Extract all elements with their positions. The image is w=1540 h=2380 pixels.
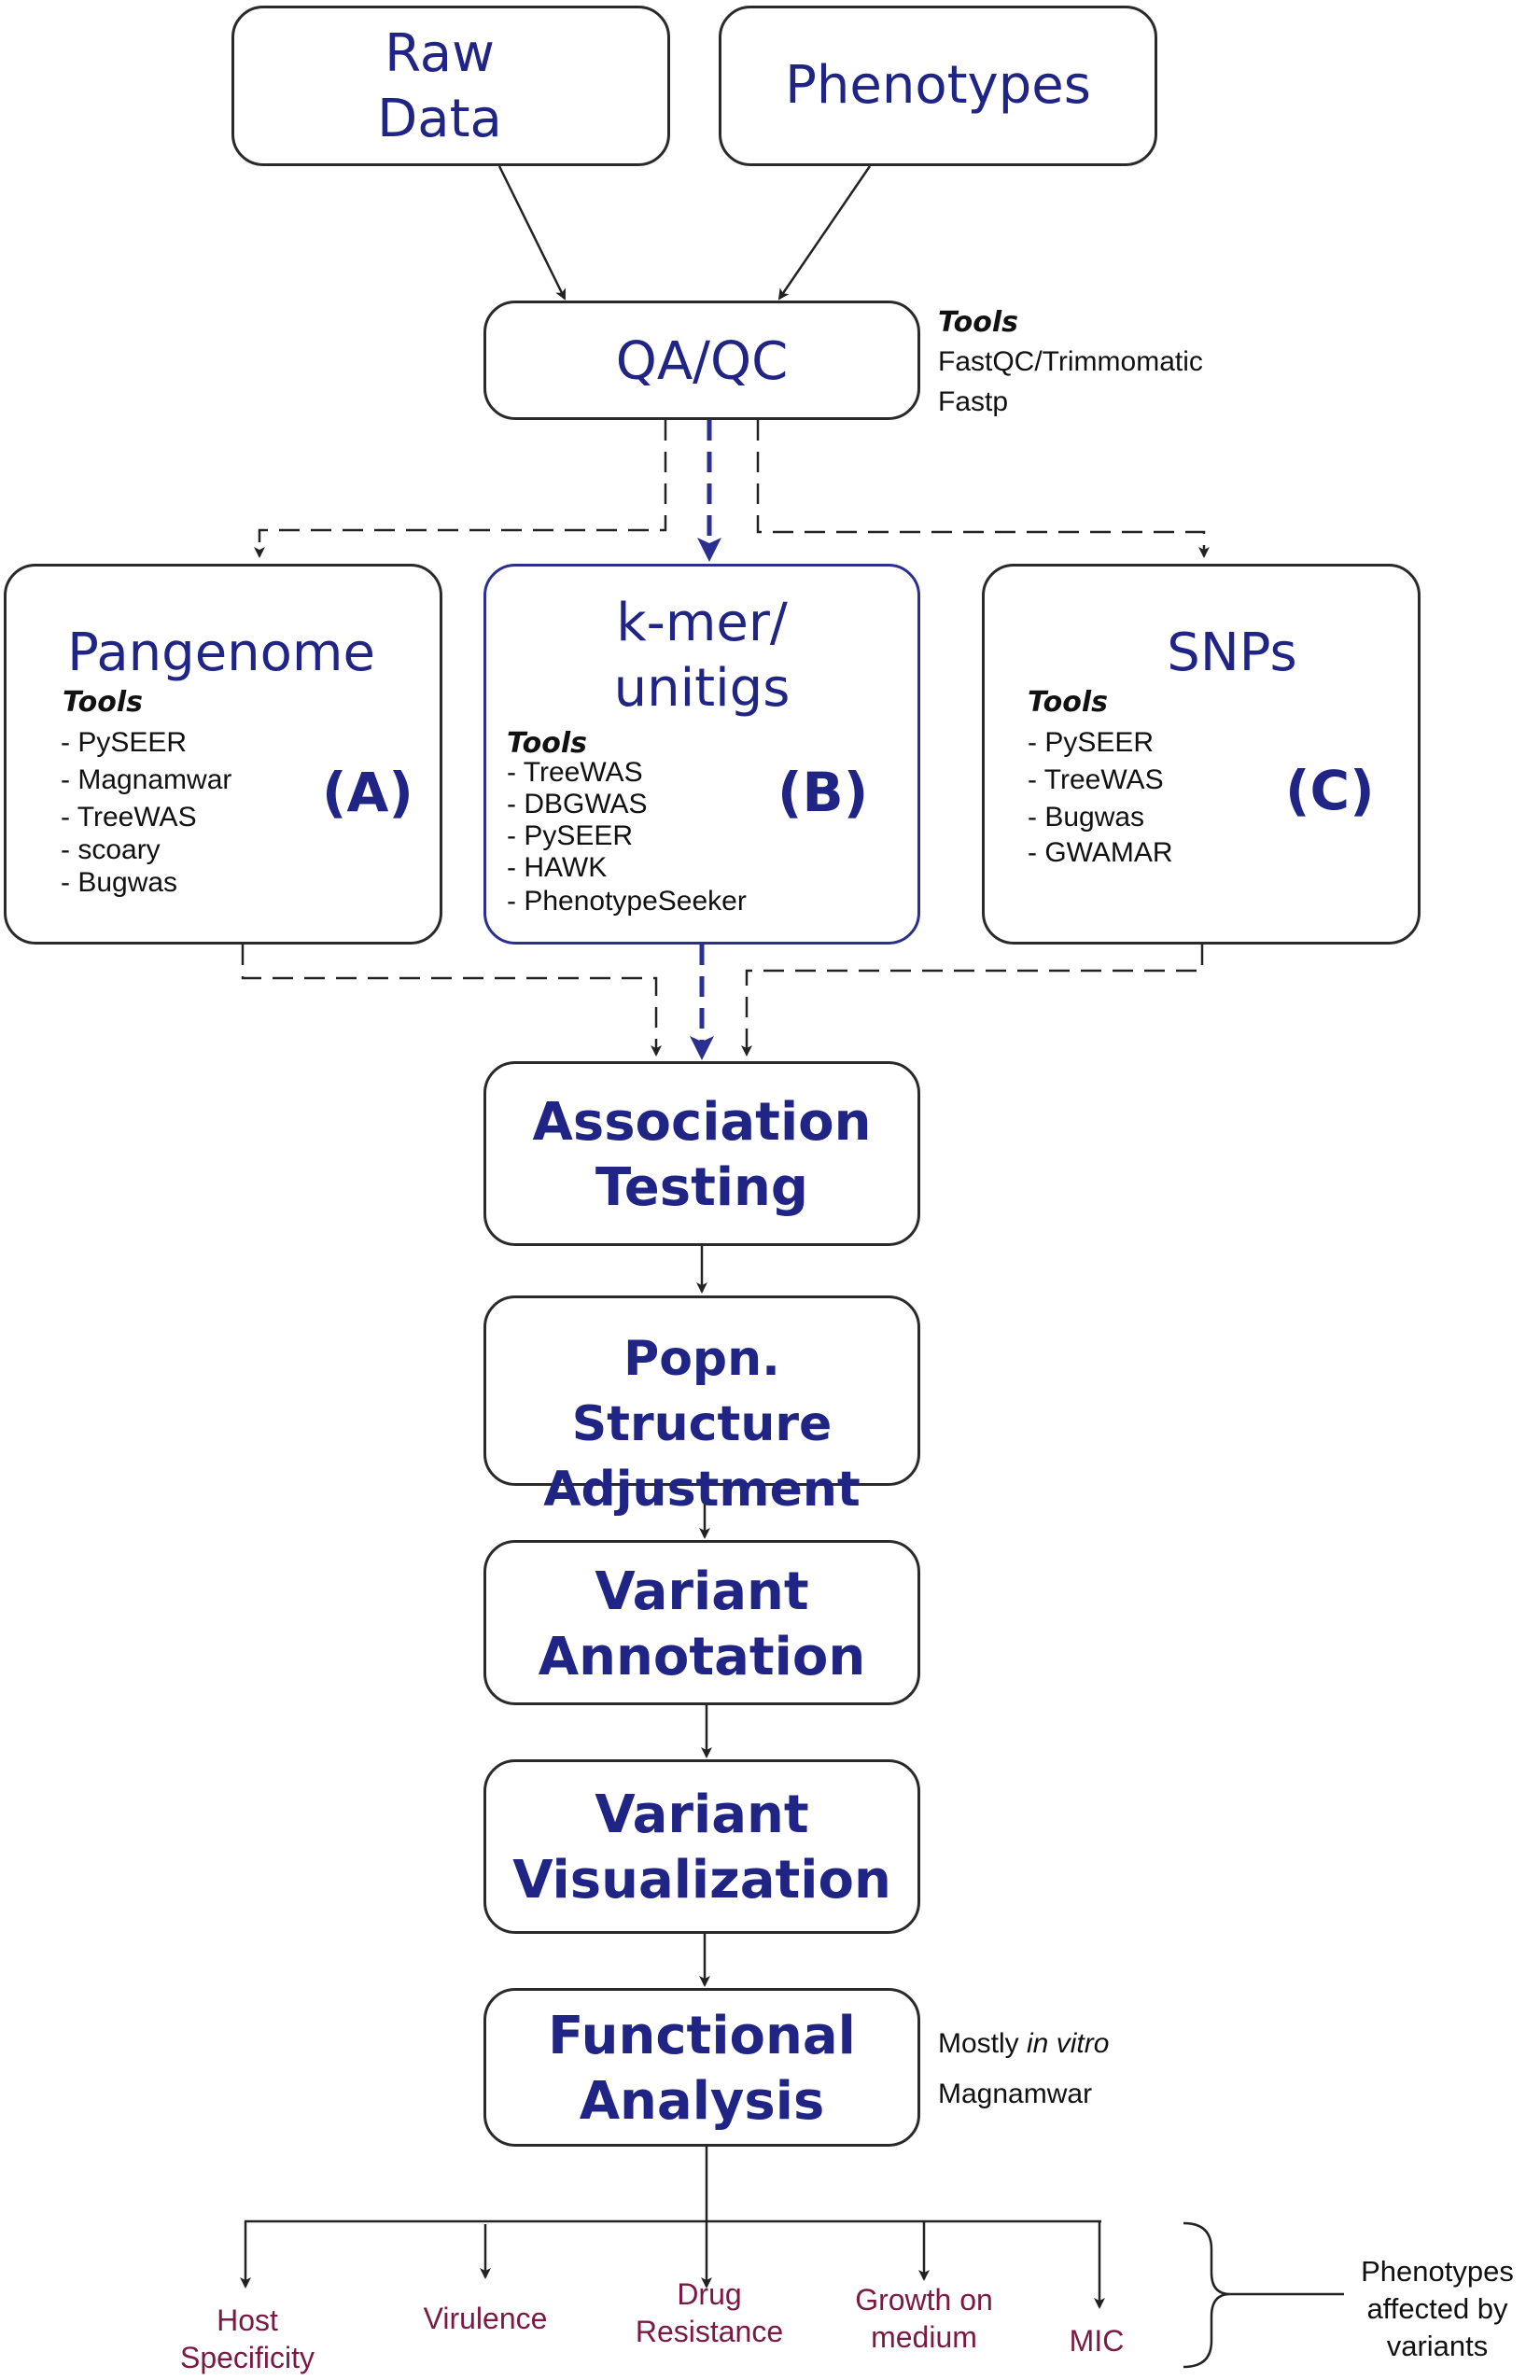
snps-tool-item: - PySEER xyxy=(1028,727,1155,758)
dashed-arrow-pangenome-association xyxy=(241,945,662,1057)
variant-visualization-label: Variant Visualization xyxy=(512,1785,891,1911)
outcome-drug-resistance: Drug Resistance xyxy=(635,2277,784,2348)
raw-data-node: Raw Data xyxy=(231,6,670,166)
pangenome-tool-item: - PySEER xyxy=(61,727,188,758)
snps-label: SNPs xyxy=(1167,623,1297,683)
arrow-phenotypes-qaqc xyxy=(777,165,872,301)
functional-note-italic: in vitro xyxy=(1027,2028,1110,2059)
association-testing-node: Association Testing xyxy=(483,1061,920,1246)
snps-node: SNPs Tools - PySEER - TreeWAS - Bugwas -… xyxy=(982,564,1421,945)
outcome-host-specificity: Host Specificity xyxy=(179,2303,315,2374)
functional-analysis-node: Functional Analysis xyxy=(483,1988,920,2147)
variant-annotation-label: Variant Annotation xyxy=(538,1561,866,1687)
pangenome-letter: (A) xyxy=(322,761,413,824)
arrow-rawdata-qaqc xyxy=(497,165,567,301)
pangenome-tools-heading: Tools xyxy=(63,686,143,719)
snps-tool-item: - GWAMAR xyxy=(1028,837,1173,868)
kmer-tool-item: - PhenotypeSeeker xyxy=(507,886,747,917)
kmer-tool-item: - HAWK xyxy=(507,852,608,883)
pangenome-tool-item: - Magnamwar xyxy=(61,764,232,795)
variant-visualization-node: Variant Visualization xyxy=(483,1759,920,1934)
qaqc-tools-heading: Tools xyxy=(938,306,1018,339)
phenotypes-node: Phenotypes xyxy=(719,6,1157,166)
phenotypes-label: Phenotypes xyxy=(785,55,1091,116)
outcomes-note: Phenotypes affected by variants xyxy=(1361,2255,1514,2362)
snps-letter: (C) xyxy=(1285,759,1375,822)
raw-data-label: Raw Data xyxy=(377,23,502,149)
outcome-growth-on-medium: Growth on medium xyxy=(855,2283,993,2354)
qaqc-label: QA/QC xyxy=(615,331,789,392)
kmer-tools-heading: Tools xyxy=(507,727,587,760)
snps-tool-item: - TreeWAS xyxy=(1028,764,1164,795)
functional-note-prefix: Mostly xyxy=(938,2028,1028,2059)
pangenome-label: Pangenome xyxy=(67,623,375,683)
kmer-letter: (B) xyxy=(777,761,869,824)
association-testing-label: Association Testing xyxy=(532,1092,872,1218)
snps-tool-item: - Bugwas xyxy=(1028,802,1145,833)
dashed-arrow-qaqc-snps xyxy=(756,420,1210,558)
popn-structure-node: Popn. Structure Adjustment xyxy=(483,1295,920,1518)
pangenome-node: Pangenome Tools - PySEER - Magnamwar - T… xyxy=(4,564,442,945)
outcome-mic: MIC xyxy=(1069,2324,1125,2358)
functional-note-line2: Magnamwar xyxy=(938,2079,1093,2109)
outcomes-bracket xyxy=(1183,2221,1231,2369)
pangenome-tool-item: - scoary xyxy=(61,834,161,865)
kmer-tool-item: - PySEER xyxy=(507,820,634,851)
functional-analysis-label: Functional Analysis xyxy=(548,2006,856,2132)
dashed-arrow-qaqc-pangenome xyxy=(254,420,667,558)
qaqc-tool-item: Fastp xyxy=(938,386,1009,417)
pangenome-tool-item: - TreeWAS xyxy=(61,802,197,833)
kmer-tool-item: - DBGWAS xyxy=(507,789,648,819)
kmer-tool-item: - TreeWAS xyxy=(507,757,643,788)
variant-annotation-node: Variant Annotation xyxy=(483,1540,920,1705)
snps-tools-heading: Tools xyxy=(1028,686,1108,719)
qaqc-tool-item: FastQC/Trimmomatic xyxy=(938,346,1203,377)
pangenome-tool-item: - Bugwas xyxy=(61,867,178,898)
functional-note-line1: Mostly in vitro xyxy=(938,2028,1109,2060)
kmer-label: k-mer/ unitigs xyxy=(613,593,791,719)
kmer-node: k-mer/ unitigs Tools - TreeWAS - DBGWAS … xyxy=(483,564,920,945)
dashed-arrow-snps-association xyxy=(741,945,1204,1057)
outcome-virulence: Virulence xyxy=(423,2302,548,2335)
popn-structure-label: Popn. Structure Adjustment xyxy=(543,1331,861,1518)
qaqc-node: QA/QC xyxy=(483,301,920,420)
